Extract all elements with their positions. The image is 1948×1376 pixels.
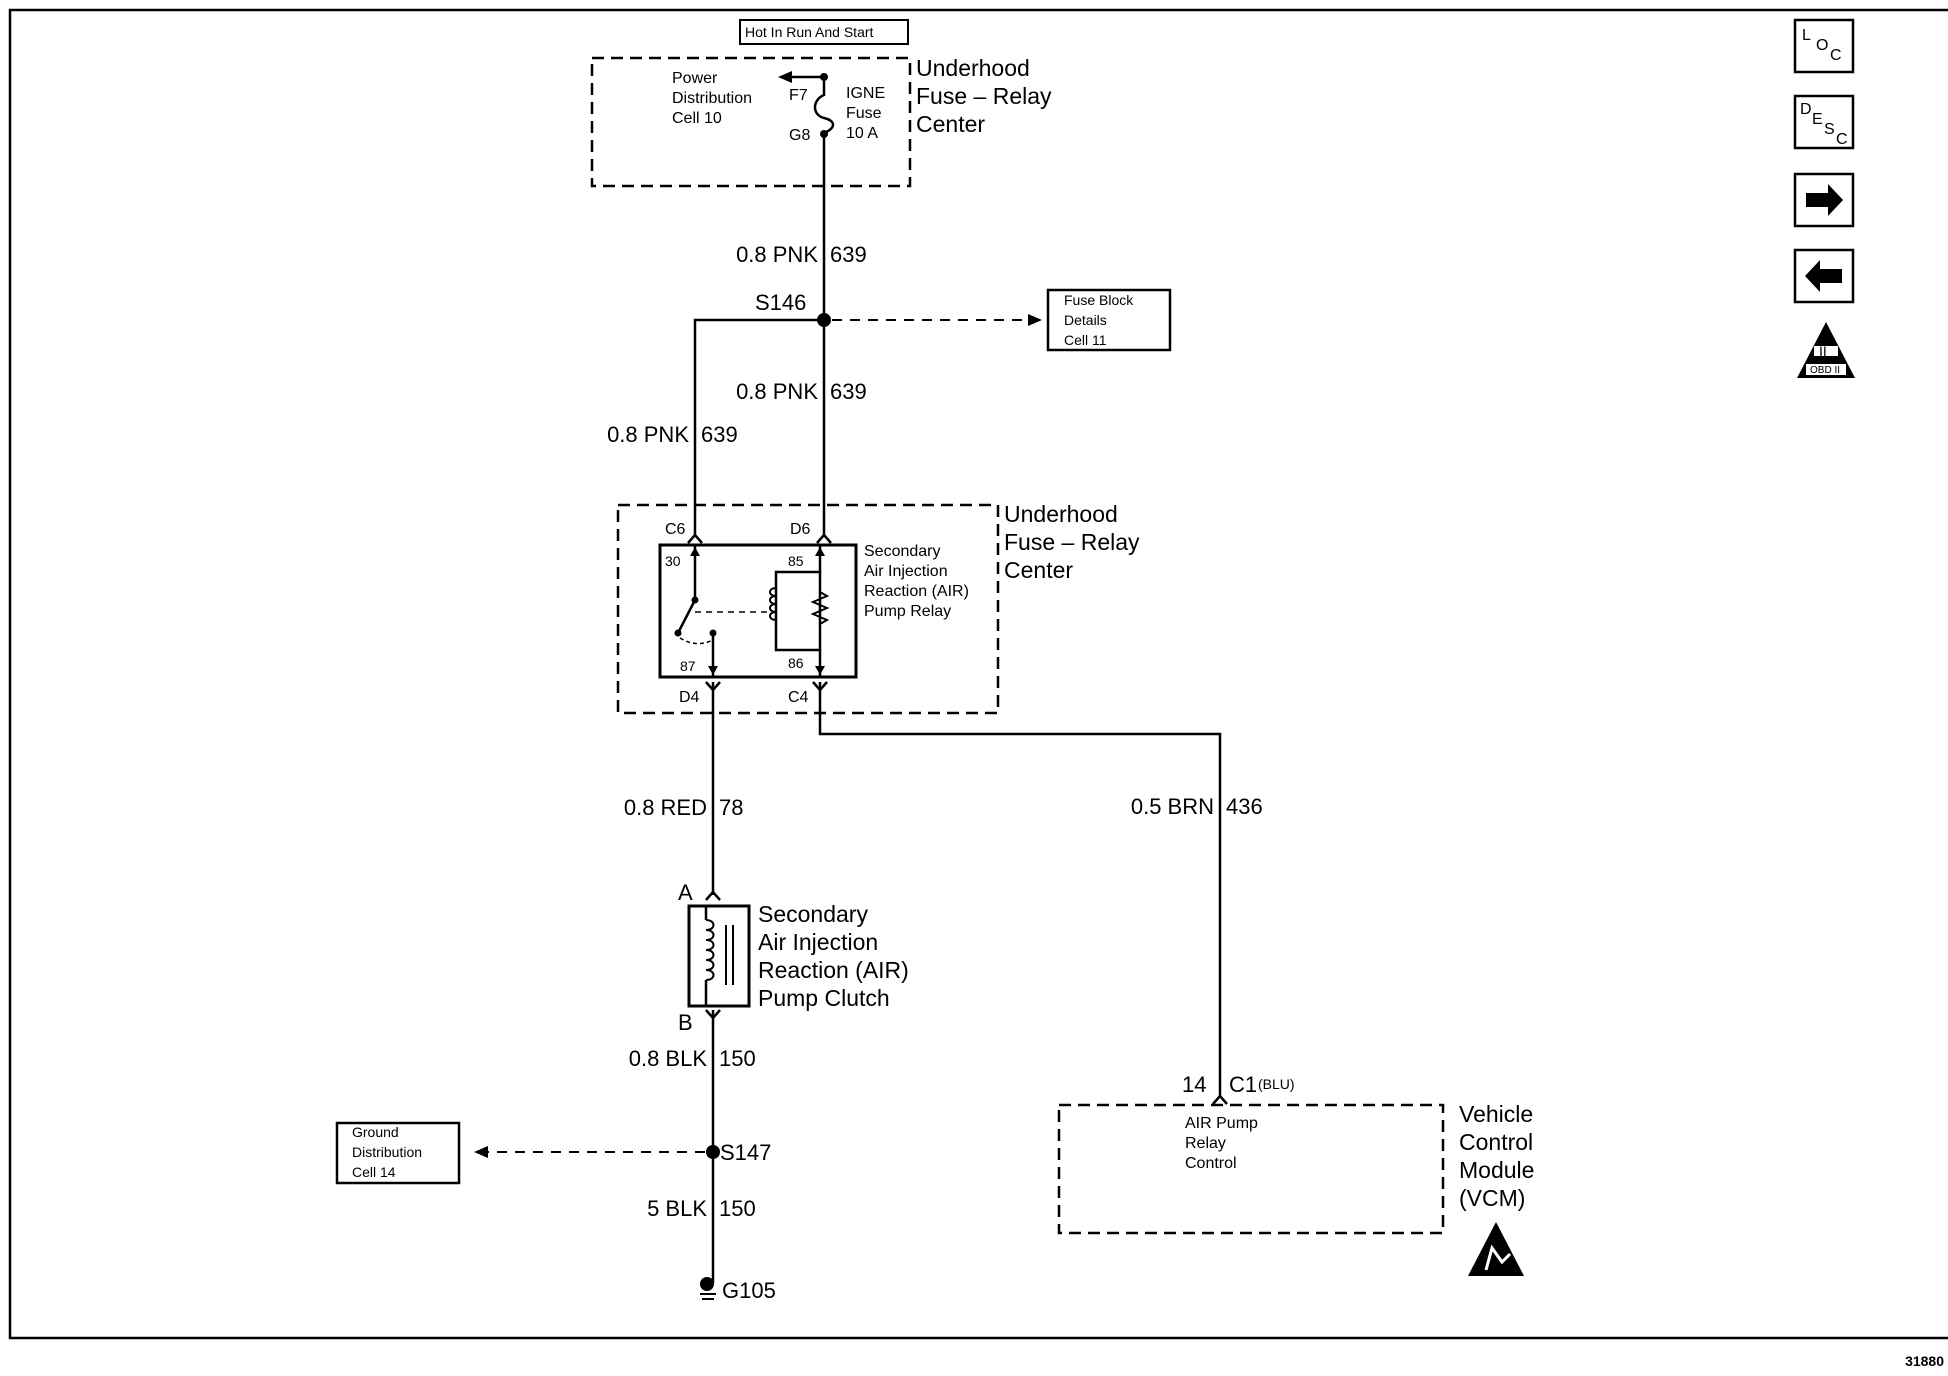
connector-c6-symbol bbox=[687, 533, 703, 544]
wire-639-upper-circuit: 639 bbox=[830, 242, 867, 267]
next-arrow-icon[interactable] bbox=[1793, 172, 1855, 228]
relay-pin86-arrow bbox=[815, 666, 825, 675]
svg-text:O: O bbox=[1816, 37, 1828, 54]
vcm-connector-symbol bbox=[1212, 1094, 1228, 1105]
clutch-pin-a: A bbox=[678, 880, 693, 905]
svg-text:S: S bbox=[1824, 121, 1835, 138]
ground-distribution-ref[interactable] bbox=[335, 1121, 461, 1185]
vcm-function-label: AIR Pump Relay Control bbox=[1185, 1115, 1262, 1172]
relay-coil-symbol bbox=[769, 587, 777, 621]
fuse-block-details-ref[interactable] bbox=[1046, 288, 1172, 352]
connector-d4-label: D4 bbox=[679, 689, 700, 706]
prev-arrow-icon[interactable] bbox=[1793, 248, 1855, 304]
wire-436-size: 0.5 BRN bbox=[1131, 794, 1214, 819]
clutch-coil-symbol bbox=[705, 919, 715, 981]
ground-dist-arrow-head bbox=[474, 1146, 488, 1158]
relay-switch-arm bbox=[676, 599, 697, 634]
svg-text:C: C bbox=[1836, 131, 1848, 148]
wire-78-size: 0.8 RED bbox=[624, 795, 707, 820]
splice-s146-label: S146 bbox=[755, 290, 806, 315]
igne-fuse-symbol bbox=[813, 77, 835, 135]
wire-150-lower-circuit: 150 bbox=[719, 1196, 756, 1221]
relay-pin-30: 30 bbox=[665, 553, 681, 569]
wire-150-lower-size: 5 BLK bbox=[647, 1196, 707, 1221]
wire-639-right-size: 0.8 PNK bbox=[736, 379, 818, 404]
relay-pin-85: 85 bbox=[788, 553, 804, 569]
vehicle-control-module-box bbox=[1057, 1103, 1445, 1235]
relay-resistor-symbol bbox=[810, 591, 830, 625]
fuse-center-top-title: Underhood Fuse – Relay Center bbox=[916, 55, 1058, 137]
vcm-title: Vehicle Control Module (VCM) bbox=[1459, 1101, 1541, 1211]
air-pump-relay-box bbox=[658, 543, 858, 679]
figure-number: 31880 bbox=[1905, 1353, 1944, 1369]
svg-text:OBD II: OBD II bbox=[1810, 365, 1840, 376]
wire-150-upper-size: 0.8 BLK bbox=[629, 1046, 708, 1071]
air-pump-clutch-box bbox=[687, 904, 751, 1008]
wire-639-upper-size: 0.8 PNK bbox=[736, 242, 818, 267]
splice-s147-label: S147 bbox=[720, 1140, 771, 1165]
top-header-text: Hot In Run And Start bbox=[745, 24, 874, 40]
fuse-center-relay-title: Underhood Fuse – Relay Center bbox=[1004, 501, 1146, 583]
connector-c6-label: C6 bbox=[665, 521, 686, 538]
wire-639-left-branch bbox=[693, 318, 824, 535]
fuse-terminal-f7: F7 bbox=[789, 87, 808, 104]
vcm-connector-c1: C1 bbox=[1229, 1072, 1257, 1097]
diagram-frame bbox=[8, 8, 1948, 1340]
air-pump-clutch-label: Secondary Air Injection Reaction (AIR) P… bbox=[758, 901, 915, 1011]
wire-639-left-circuit: 639 bbox=[701, 422, 738, 447]
igne-fuse-label: IGNE Fuse 10 A bbox=[846, 85, 890, 142]
svg-text:L: L bbox=[1802, 27, 1811, 44]
underhood-fuse-relay-center-top bbox=[590, 56, 912, 188]
fuse-block-arrow-head bbox=[1028, 314, 1042, 326]
ground-g105-node bbox=[700, 1277, 714, 1291]
splice-s147 bbox=[706, 1145, 720, 1159]
svg-text:II: II bbox=[1819, 343, 1827, 359]
connector-d6-symbol bbox=[816, 533, 832, 544]
relay-pin-86: 86 bbox=[788, 655, 804, 671]
power-dist-arrow-head bbox=[778, 71, 792, 83]
relay-switch-contact bbox=[674, 629, 682, 637]
fuse-terminal-g8: G8 bbox=[789, 127, 810, 144]
wire-639-left-size: 0.8 PNK bbox=[607, 422, 689, 447]
relay-switch-arc bbox=[679, 637, 714, 645]
power-distribution-ref: Power Distribution Cell 10 bbox=[672, 70, 756, 127]
svg-text:D: D bbox=[1800, 101, 1812, 118]
esd-warning-icon bbox=[1468, 1222, 1524, 1276]
fuse-block-details-text: Fuse Block Details Cell 11 bbox=[1064, 292, 1137, 348]
svg-text:E: E bbox=[1812, 111, 1823, 128]
ground-distribution-text: Ground Distribution Cell 14 bbox=[352, 1124, 426, 1180]
connector-d6-label: D6 bbox=[790, 521, 811, 538]
underhood-fuse-relay-center-relay bbox=[616, 503, 1000, 715]
wire-436-circuit: 436 bbox=[1226, 794, 1263, 819]
ground-g105-label: G105 bbox=[722, 1278, 776, 1303]
air-pump-relay-label: Secondary Air Injection Reaction (AIR) P… bbox=[864, 543, 973, 620]
wire-639-right-circuit: 639 bbox=[830, 379, 867, 404]
wire-436-brn bbox=[818, 682, 1222, 1096]
connector-c4-label: C4 bbox=[788, 689, 809, 706]
loc-icon[interactable]: L O C bbox=[1793, 18, 1855, 74]
vcm-pin-14: 14 bbox=[1182, 1072, 1206, 1097]
top-header-box bbox=[739, 19, 909, 45]
desc-icon[interactable]: D E S C bbox=[1793, 94, 1855, 150]
wire-150-upper-circuit: 150 bbox=[719, 1046, 756, 1071]
svg-text:C: C bbox=[1830, 47, 1842, 64]
relay-pin85-arrow bbox=[815, 547, 825, 556]
relay-pin87-arrow bbox=[708, 666, 718, 675]
clutch-pin-b: B bbox=[678, 1010, 693, 1035]
relay-pin30-arrow bbox=[690, 547, 700, 556]
wire-78-circuit: 78 bbox=[719, 795, 743, 820]
vcm-connector-color: (BLU) bbox=[1258, 1076, 1295, 1092]
clutch-connector-a-symbol bbox=[705, 890, 721, 901]
relay-pin-87: 87 bbox=[680, 658, 696, 674]
obd-ii-icon[interactable]: II OBD II bbox=[1797, 322, 1855, 378]
